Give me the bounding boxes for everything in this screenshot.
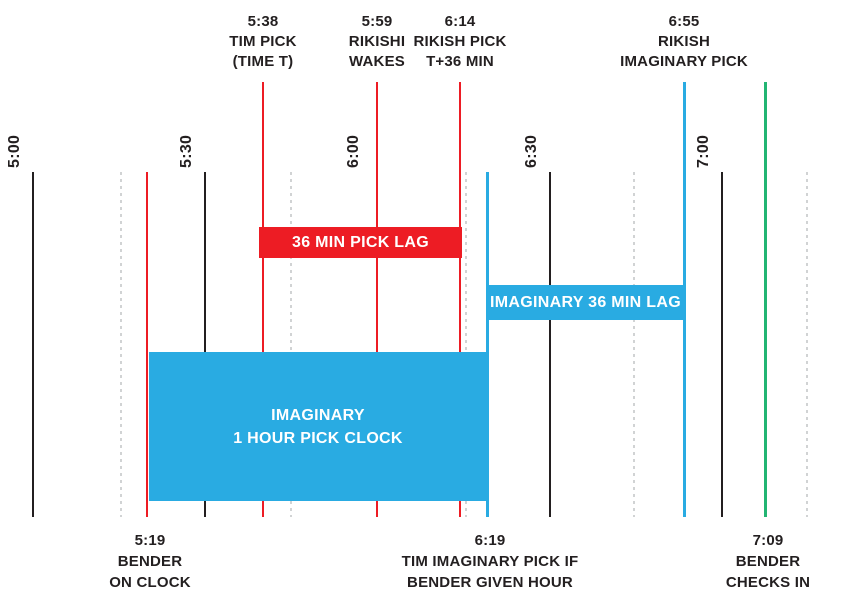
vline-6:55 bbox=[682, 82, 686, 517]
label-line: 7:09 bbox=[752, 532, 784, 549]
imaginary-lag-bar: IMAGINARY 36 MIN LAG bbox=[487, 285, 684, 320]
label-line: WAKES bbox=[348, 53, 405, 70]
label-line: TIM IMAGINARY PICK IF bbox=[401, 553, 579, 570]
imaginary-clock-box: IMAGINARY 1 HOUR PICK CLOCK bbox=[149, 352, 487, 501]
vline-6:45 bbox=[633, 172, 635, 517]
label-line: RIKISH PICK bbox=[413, 33, 507, 50]
label-line: BENDER GIVEN HOUR bbox=[407, 574, 573, 591]
vline-6:30 bbox=[549, 172, 551, 517]
label-line: TIM PICK bbox=[229, 33, 297, 50]
label-line: RIKISHI bbox=[348, 33, 406, 50]
label-line: 5:19 bbox=[134, 532, 166, 549]
label-line: 6:55 bbox=[668, 13, 700, 30]
label-line: (TIME T) bbox=[232, 53, 294, 70]
imaginary-lag-bar-label: IMAGINARY 36 MIN LAG bbox=[490, 294, 681, 311]
label-line: CHECKS IN bbox=[725, 574, 811, 591]
label-line: BENDER bbox=[735, 553, 801, 570]
vline-7:09 bbox=[763, 82, 767, 517]
vline-5:15 bbox=[120, 172, 122, 517]
vline-6:14 bbox=[459, 82, 461, 517]
label-line: 6:14 bbox=[444, 13, 476, 30]
vline-5:59 bbox=[376, 82, 378, 517]
label-line: 6:19 bbox=[474, 532, 506, 549]
label-line: T+36 MIN bbox=[426, 53, 494, 70]
imaginary-clock-box-label: 1 HOUR PICK CLOCK bbox=[233, 429, 403, 447]
vline-6:19 bbox=[485, 172, 489, 517]
vline-7:15 bbox=[806, 172, 808, 517]
vline-5:38 bbox=[262, 82, 264, 517]
vline-5:19 bbox=[146, 172, 148, 517]
vline-6:15 bbox=[465, 172, 467, 517]
pick-lag-bar-label: 36 MIN PICK LAG bbox=[292, 234, 429, 251]
pick-lag-bar: 36 MIN PICK LAG bbox=[259, 227, 462, 258]
vline-5:00 bbox=[32, 172, 34, 517]
label-line: RIKISH bbox=[657, 33, 711, 50]
label-line: ON CLOCK bbox=[109, 574, 191, 591]
label-line: BENDER bbox=[117, 553, 183, 570]
label-line: IMAGINARY PICK bbox=[620, 53, 748, 70]
vline-5:30 bbox=[204, 172, 206, 517]
vline-5:45 bbox=[290, 172, 292, 517]
label-line: 5:38 bbox=[247, 13, 279, 30]
imaginary-clock-box-label: IMAGINARY bbox=[271, 406, 365, 424]
label-line: 5:59 bbox=[361, 13, 393, 30]
vline-7:00 bbox=[721, 172, 723, 517]
